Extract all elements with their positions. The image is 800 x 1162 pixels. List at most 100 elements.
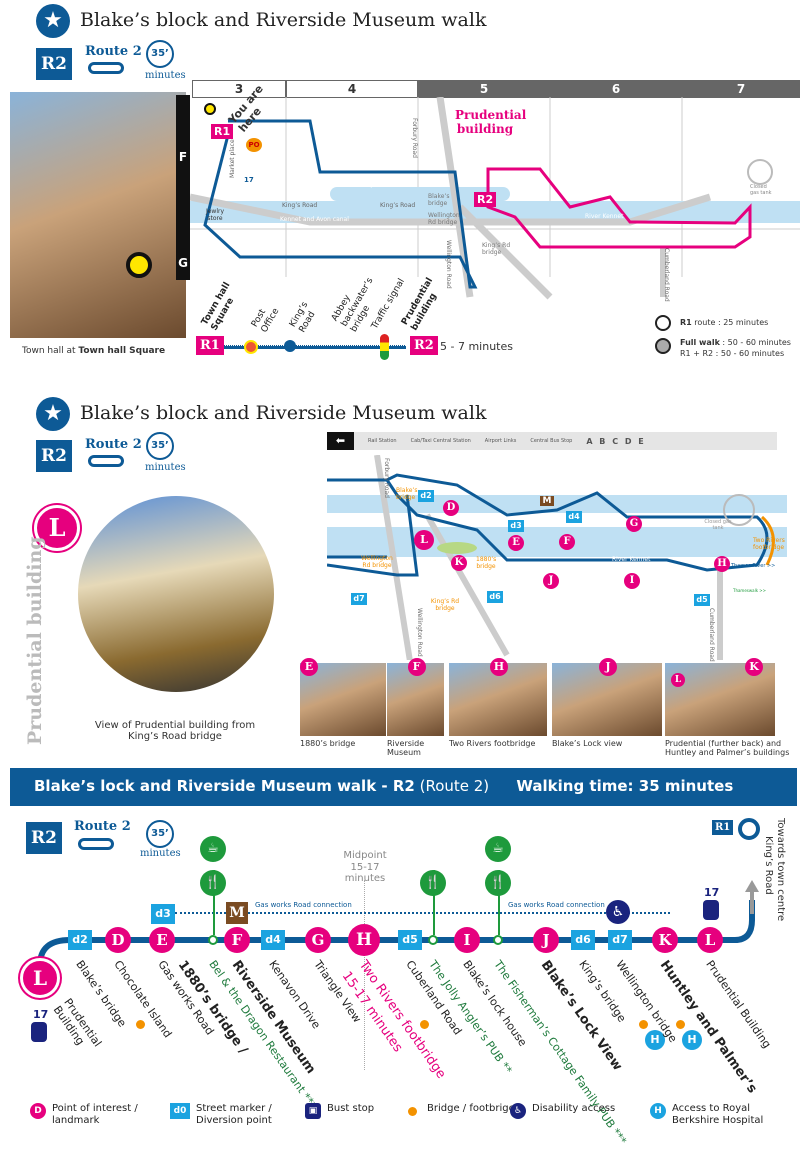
- prudential-building-photo: [78, 496, 274, 692]
- combo-time: R1 + R2 : 50 - 60 minutes: [680, 349, 785, 358]
- two-rivers-label: Two Rivers footbridge: [753, 537, 785, 551]
- map-d2: d2: [418, 490, 434, 502]
- prudential-label: Prudential building: [455, 108, 527, 136]
- duration-unit: minutes: [145, 70, 186, 81]
- midpoint-label: Midpoint: [343, 850, 387, 861]
- street-marker-d2: d2: [68, 930, 92, 950]
- post-office-marker: PO: [246, 138, 262, 152]
- photo-caption: Prudential (further back) and Huntley an…: [665, 739, 790, 757]
- map-poi-F: F: [559, 534, 575, 550]
- blakes-bridge-label: Blake’s bridge: [428, 193, 450, 207]
- duration-badge: 35’: [146, 820, 174, 848]
- loop-icon: [78, 838, 114, 850]
- wellington-road-label: Wellington Road: [445, 240, 452, 289]
- map-r2-marker: R2: [474, 192, 497, 207]
- junction-dot: [428, 935, 438, 945]
- street-marker-legend-icon: d0: [170, 1103, 190, 1119]
- r1-time: route : 25 minutes: [691, 318, 769, 327]
- map-d7: d7: [351, 593, 367, 605]
- photo-caption: 1880’s bridge: [300, 739, 356, 748]
- banner-time: Walking time: 35 minutes: [516, 777, 734, 795]
- section2-title: Blake’s block and Riverside Museum walk: [80, 402, 487, 424]
- poi-J: J: [533, 927, 559, 953]
- photo-letter-L: L: [671, 673, 685, 687]
- junction-dot: [208, 935, 218, 945]
- r1-badge: R1: [712, 820, 734, 835]
- connection-line: [175, 912, 670, 914]
- forbury-road-label: Forbury Road: [383, 458, 390, 498]
- backwater-label: backwater: [332, 521, 364, 528]
- grid-col-3: 3: [192, 80, 286, 98]
- map-d3: d3: [508, 520, 524, 532]
- towards-label: Towards town centre: [775, 818, 786, 922]
- map-poi-K: K: [451, 555, 467, 571]
- market-place-label: Market place: [229, 139, 236, 178]
- photo-caption-bold: Town hall Square: [78, 346, 166, 356]
- route-label: Route 2: [85, 44, 142, 59]
- map-poi-D: D: [443, 500, 459, 516]
- photo-letter-J: J: [599, 658, 617, 676]
- poi-G: G: [305, 927, 331, 953]
- photo-caption: Town hall at: [22, 346, 79, 356]
- poi-E: E: [149, 927, 175, 953]
- legend-label: Access to Royal Berkshire Hospital: [672, 1103, 764, 1126]
- cumberland-road-label: Cumberland Road: [708, 608, 715, 662]
- photo-E: [300, 663, 386, 736]
- bridge-dot: [136, 1020, 145, 1029]
- poi-I: I: [454, 927, 480, 953]
- airport-link[interactable]: Airport Links: [484, 438, 517, 444]
- bridge-dot: [639, 1020, 648, 1029]
- poi-K: K: [652, 927, 678, 953]
- loop-icon: [88, 455, 124, 467]
- photo-caption: Blake’s Lock view: [552, 739, 623, 748]
- full-walk-time: : 50 - 60 minutes: [719, 338, 791, 347]
- page-title: Blake’s block and Riverside Museum walk: [80, 9, 487, 31]
- vertical-title: Prudential building: [24, 536, 46, 745]
- route-line: [37, 880, 759, 966]
- bridge-dot: [676, 1020, 685, 1029]
- wheelchair-icon: ♿: [510, 1103, 526, 1119]
- map-poi-I: I: [624, 573, 640, 589]
- target-icon: [738, 818, 760, 840]
- gas-tank-label: Closed gas tank: [750, 184, 772, 196]
- kings-road-label: King’s Road: [763, 836, 774, 895]
- kings-bridge-label: King’s Rd bridge: [430, 598, 460, 612]
- full-walk-label: Full walk: [680, 338, 720, 347]
- food-connector: [498, 870, 500, 935]
- poi-F: F: [224, 927, 250, 953]
- bus-stop-link[interactable]: Central Bus Stop: [530, 438, 573, 444]
- star-icon: ★: [36, 397, 70, 431]
- cumberland-road-label: Cumberland Road: [663, 248, 670, 302]
- legend-label: Street marker / Diversion point: [196, 1103, 272, 1126]
- poi-H: H: [348, 924, 380, 956]
- map-poi-G: G: [626, 516, 642, 532]
- bridge-dot: [420, 1020, 429, 1029]
- map-poi-J: J: [543, 573, 559, 589]
- thameswalk-label: Thameswalk >>: [733, 588, 766, 593]
- map-poi-H: H: [714, 556, 730, 572]
- bridge-icon: [408, 1107, 417, 1116]
- restaurant-icon: 🍴: [200, 870, 226, 896]
- transport-bar: ⬅ Rail Station Cab/Taxi Central Station …: [327, 432, 777, 450]
- grid-col-4: 4: [286, 80, 418, 98]
- hospital-icon: H: [682, 1030, 702, 1050]
- grid-row-G: G: [178, 256, 188, 270]
- poi-D: D: [105, 927, 131, 953]
- connection-label-2: Gas works Road connection: [508, 901, 605, 909]
- taxi-link[interactable]: Cab/Taxi Central Station: [410, 438, 471, 444]
- map-d5: d5: [694, 594, 710, 606]
- arrow-left-icon[interactable]: ⬅: [327, 432, 354, 450]
- restaurant-icon: 🍴: [485, 870, 511, 896]
- street-marker-d7: d7: [608, 930, 632, 950]
- grid-col-5: 5: [418, 80, 550, 98]
- bus-icon: ▣: [305, 1103, 321, 1119]
- strip-line: [196, 345, 406, 349]
- kings-road-label: King’s Road: [282, 202, 318, 209]
- rail-station-link[interactable]: Rail Station: [368, 438, 397, 444]
- canal-label: Kennet and Avon canal: [468, 575, 537, 582]
- museum-marker: M: [540, 496, 554, 506]
- banner-title: Blake’s lock and Riverside Museum walk -…: [34, 777, 415, 795]
- bus-number: 17: [33, 1008, 49, 1021]
- street-marker-d5: d5: [398, 930, 422, 950]
- wellington-road-label: Wellington Road: [416, 608, 423, 657]
